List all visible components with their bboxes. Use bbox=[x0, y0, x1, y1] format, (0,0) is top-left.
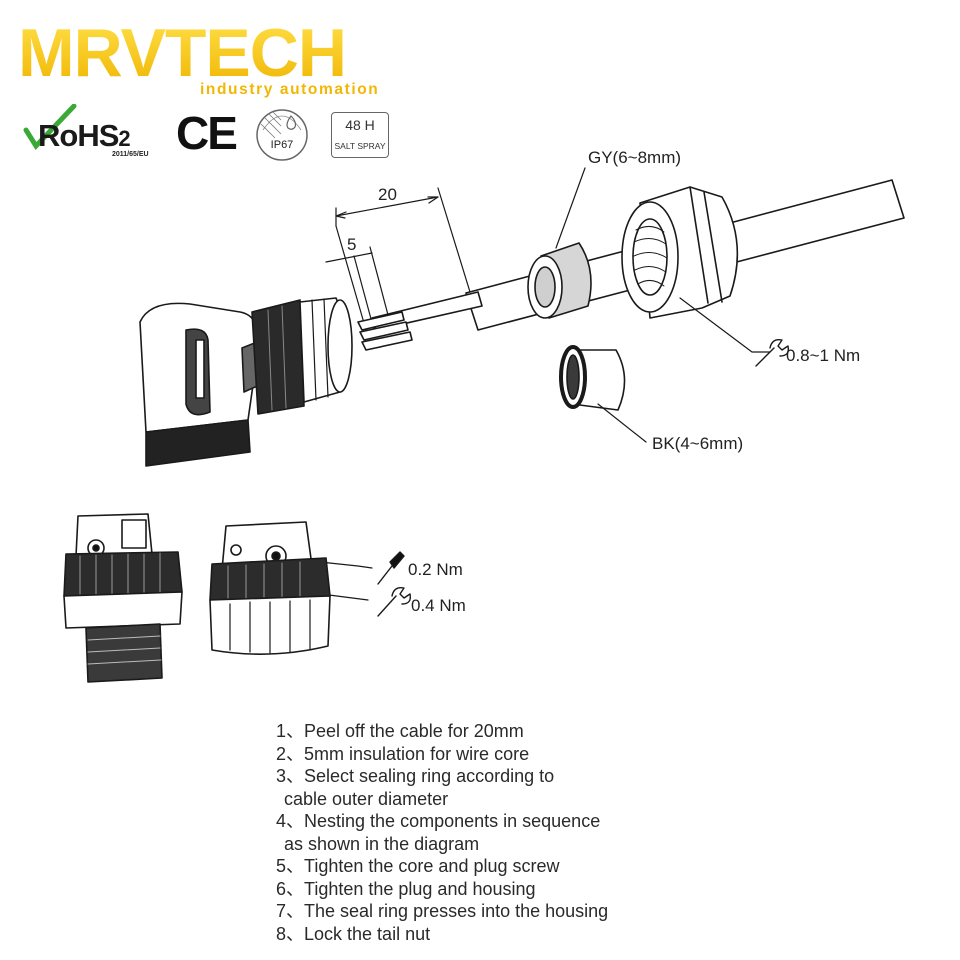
salt-spray-hours: 48 H bbox=[345, 117, 375, 133]
housing-torque-label: 0.4 Nm bbox=[411, 596, 466, 615]
assembly-steps: 1、Peel off the cable for 20mm 2、5mm insu… bbox=[276, 720, 896, 945]
step-3: 3、Select sealing ring according to bbox=[276, 766, 555, 786]
wrench-icon-lower bbox=[377, 586, 412, 617]
assembled-housing-right bbox=[209, 521, 331, 655]
brand-tagline: industry automation bbox=[200, 81, 380, 98]
screwdriver-icon bbox=[377, 551, 405, 585]
seal-ring-gray bbox=[527, 242, 592, 319]
connector-body bbox=[139, 297, 353, 467]
step-1: 1、Peel off the cable for 20mm bbox=[276, 721, 524, 741]
nut-torque-label: 0.8~1 Nm bbox=[786, 346, 861, 365]
gray-seal-label: GY(6~8mm) bbox=[588, 148, 682, 167]
tail-nut bbox=[621, 186, 739, 319]
ce-mark: CE bbox=[176, 107, 238, 159]
step-3-continued: cable outer diameter bbox=[284, 788, 449, 809]
salt-spray-label: SALT SPRAY bbox=[334, 141, 386, 151]
rohs-check-icon bbox=[23, 104, 77, 151]
screw-torque-label: 0.2 Nm bbox=[408, 560, 463, 579]
black-seal-label: BK(4~6mm) bbox=[652, 434, 744, 453]
seal-ring-black bbox=[559, 345, 626, 411]
assembled-plug-left bbox=[63, 513, 183, 683]
step-2: 2、5mm insulation for wire core bbox=[276, 743, 530, 764]
salt-spray-badge bbox=[331, 112, 389, 158]
ip-rating-label: IP67 bbox=[270, 139, 294, 151]
rohs-mark: RoHS2 bbox=[38, 118, 131, 153]
step-4-continued: as shown in the diagram bbox=[284, 833, 480, 854]
brand-name: MRVTECH bbox=[18, 18, 346, 91]
wrench-icon bbox=[755, 338, 790, 367]
step-8: 8、Lock the tail nut bbox=[276, 923, 431, 944]
core-strip-label: 5 bbox=[347, 235, 357, 254]
step-6: 6、Tighten the plug and housing bbox=[276, 878, 536, 899]
step-4: 4、Nesting the components in sequence bbox=[276, 811, 601, 831]
step-7: 7、The seal ring presses into the housing bbox=[276, 901, 609, 921]
rohs-directive: 2011/65/EU bbox=[112, 151, 149, 158]
brand-logo: MRVTECH bbox=[18, 18, 347, 91]
step-5: 5、Tighten the core and plug screw bbox=[276, 856, 560, 876]
ip-rating-icon bbox=[256, 109, 308, 161]
strip-length-label: 20 bbox=[378, 185, 397, 204]
assembly-diagram bbox=[63, 167, 905, 683]
